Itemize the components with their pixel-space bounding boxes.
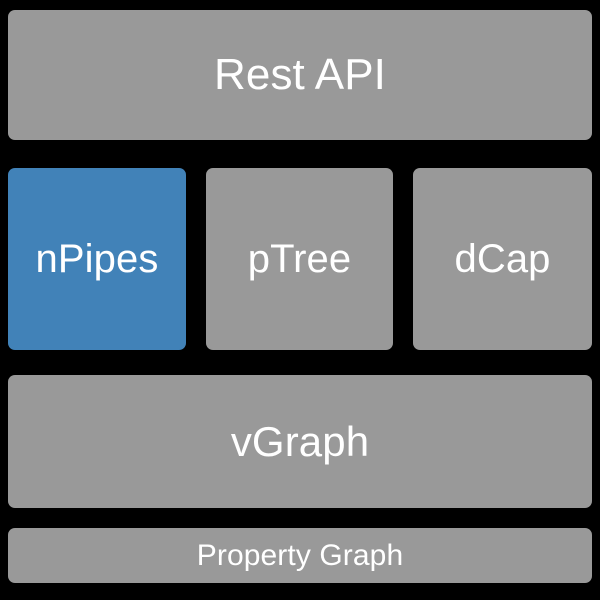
- layer-label-vgraph: vGraph: [230, 417, 370, 465]
- layer-box-npipes[interactable]: nPipes: [8, 168, 186, 350]
- layer-label-rest-api: Rest API: [214, 50, 386, 99]
- layer-label-property-graph: Property Graph: [196, 538, 404, 572]
- layer-label-ptree: pTree: [247, 237, 352, 281]
- layer-box-vgraph[interactable]: vGraph: [8, 375, 592, 508]
- layer-box-dcap[interactable]: dCap: [413, 168, 592, 350]
- layer-box-rest-api[interactable]: Rest API: [8, 10, 592, 140]
- layer-box-ptree[interactable]: pTree: [206, 168, 393, 350]
- layer-label-dcap: dCap: [454, 237, 551, 281]
- layer-box-property-graph[interactable]: Property Graph: [8, 528, 592, 583]
- layer-label-npipes: nPipes: [35, 237, 159, 281]
